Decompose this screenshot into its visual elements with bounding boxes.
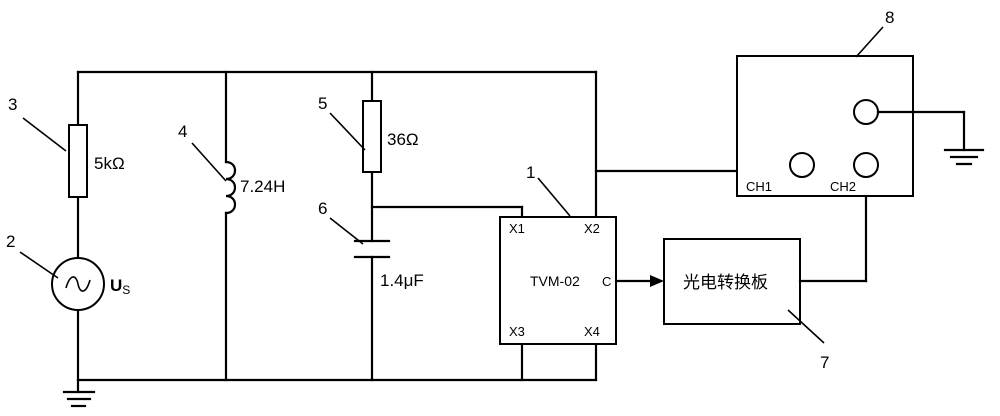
callout-5: 5: [318, 94, 327, 113]
oscilloscope-box: [736, 55, 914, 197]
tvm-device-box: [499, 216, 617, 345]
capacitor-symbol: [353, 239, 391, 259]
callout-2: 2: [6, 232, 15, 251]
inductor-label: 7.24H: [240, 177, 285, 196]
converter-label: 光电转换板: [683, 273, 768, 293]
tvm-pin-x1: X1: [509, 221, 525, 236]
scope-ch1-label: CH1: [746, 179, 772, 194]
resistor-5k: [68, 124, 88, 198]
tvm-pin-x3: X3: [509, 324, 525, 339]
ch1-terminal: [789, 152, 815, 178]
ac-source: [51, 257, 105, 311]
signal-arrow: [614, 275, 664, 287]
callout-8: 8: [885, 8, 894, 27]
rc-branch-wire: [370, 70, 524, 382]
scope-ch2-label: CH2: [830, 179, 856, 194]
converter-board-box: [663, 238, 801, 325]
resistor-36: [362, 100, 382, 173]
source-label: US: [110, 276, 130, 297]
tvm-name: TVM-02: [530, 273, 580, 289]
callout-leaders: [19, 26, 884, 344]
tvm-pin-x4: X4: [584, 324, 600, 339]
resistor-36-label: 36Ω: [387, 130, 419, 149]
ground-symbol-right: [943, 148, 985, 166]
callout-4: 4: [178, 122, 187, 141]
capacitor-label: 1.4μF: [380, 271, 424, 290]
callout-6: 6: [318, 199, 327, 218]
ground-symbol-left: [62, 390, 96, 408]
scope-ground-wire: [876, 110, 966, 152]
resistor-5k-label: 5kΩ: [94, 154, 125, 173]
ch2-terminal: [853, 152, 879, 178]
inductor-coil: [224, 160, 237, 215]
callout-3: 3: [8, 95, 17, 114]
tvm-pin-c: C: [602, 274, 611, 289]
tvm-pin-x2: X2: [584, 221, 600, 236]
callout-7: 7: [820, 353, 829, 372]
callout-1: 1: [526, 163, 535, 182]
ground-terminal: [853, 99, 879, 125]
